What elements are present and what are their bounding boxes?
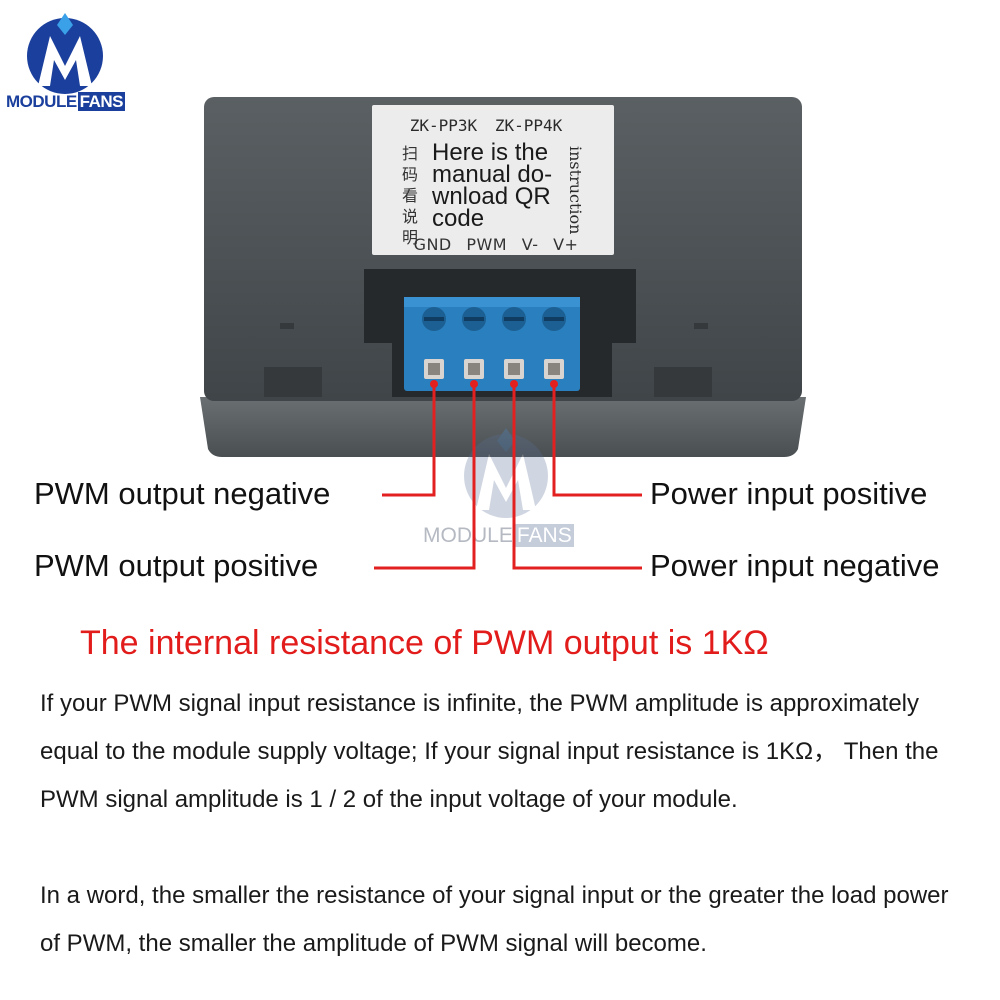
label-power-input-positive: Power input positive (650, 476, 928, 511)
sticker-chinese-text: 扫码看说明 (402, 144, 419, 247)
logo-word-module: MODULE (6, 92, 77, 111)
module-fans-logo (27, 13, 103, 94)
explanation-paragraph-1: If your PWM signal input resistance is i… (40, 690, 939, 813)
watermark-logo-icon (464, 428, 548, 518)
terminal-wire-slots (424, 359, 564, 379)
terminal-screws (422, 307, 566, 331)
label-pwm-output-positive: PWM output positive (34, 548, 319, 583)
label-pwm-output-negative: PWM output negative (34, 476, 331, 511)
sticker-model-numbers: ZK-PP3K ZK-PP4K (409, 116, 563, 135)
resistance-headline: The internal resistance of PWM output is… (80, 624, 769, 662)
watermark-word-fans: FANS (514, 524, 574, 547)
sticker-pin-labels: GND PWM V- V+ (413, 235, 579, 254)
sticker-vertical-text: instruction (566, 146, 585, 235)
label-power-input-negative: Power input negative (650, 548, 940, 583)
explanation-paragraph-2: In a word, the smaller the resistance of… (40, 882, 949, 957)
instruction-sticker (372, 105, 614, 255)
logo-word-fans: FANS (77, 92, 126, 111)
watermark-word-module: MODULE (423, 524, 513, 547)
sticker-qr-note: Here is the manual do- wnload QR code (432, 139, 553, 232)
